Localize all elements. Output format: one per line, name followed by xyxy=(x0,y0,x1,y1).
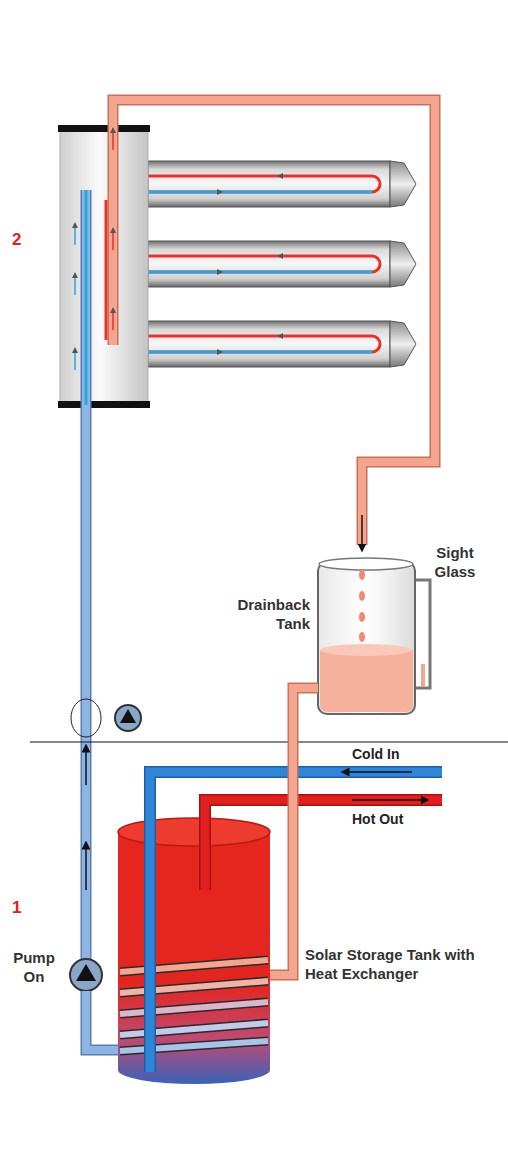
pump-symbol xyxy=(76,964,96,981)
pipe-outline xyxy=(86,991,118,1050)
domestic-water-pipes xyxy=(345,771,412,773)
evacuated-tubes xyxy=(148,241,390,287)
drainback-tank-vessel xyxy=(359,612,365,622)
domestic-water-pipes xyxy=(205,800,442,890)
supply-pipe xyxy=(74,275,76,295)
heat-exchanger-coil xyxy=(120,1023,268,1035)
return-pipe xyxy=(105,200,108,340)
supply-pipe xyxy=(74,350,76,370)
heat-exchanger-coil xyxy=(120,1023,268,1035)
evacuated-tubes xyxy=(148,321,390,367)
heat-exchanger-coil xyxy=(120,960,268,972)
supply-pipe xyxy=(85,748,87,785)
supply-pipe xyxy=(85,190,88,405)
supply-pipe xyxy=(74,225,76,245)
heat-exchanger-coil xyxy=(120,1002,268,1014)
drainback-tank-vessel xyxy=(318,558,430,714)
heat-exchanger-coil xyxy=(120,981,268,993)
collector-manifold xyxy=(58,125,150,408)
alternate-pump-symbol xyxy=(115,705,141,731)
collector-manifold xyxy=(58,401,150,408)
pipe-connector xyxy=(86,991,118,1050)
supply-pipe xyxy=(85,845,87,890)
return-pipe xyxy=(112,230,114,250)
tube-flow-lines xyxy=(200,271,220,273)
drainback-tank: Sight GlassDrainback Tank xyxy=(318,560,415,715)
heat-exchanger-coil xyxy=(120,1041,268,1051)
storage-tank-vessel xyxy=(118,818,270,846)
alternate-pump-symbol xyxy=(120,709,136,723)
supply-pipe xyxy=(81,190,92,960)
pipe-connector xyxy=(270,688,318,975)
pump: Pump On xyxy=(70,959,102,991)
heat-exchanger-coil xyxy=(120,960,268,972)
tube-flow-lines xyxy=(280,255,300,257)
heat-exchanger-coil xyxy=(120,981,268,993)
part-label: Drainback Tank xyxy=(216,596,310,634)
drainback-tank-vessel xyxy=(359,632,365,642)
pipe-label: Cold In xyxy=(352,746,399,762)
supply-pipe xyxy=(71,190,101,960)
drainback-tank-vessel xyxy=(359,591,365,601)
part-label: Solar Storage Tank with Heat Exchanger xyxy=(305,946,485,984)
return-pipe xyxy=(112,130,114,150)
return-pipe xyxy=(106,100,435,548)
drainback-tank-vessel xyxy=(318,562,415,714)
return-pipe xyxy=(113,100,435,545)
drainback-tank-vessel xyxy=(421,664,425,687)
evacuated-tubes xyxy=(148,161,390,207)
tube-flow-lines xyxy=(280,175,300,177)
domestic-water-pipes xyxy=(205,800,442,890)
heat-exchanger-coil xyxy=(120,1041,268,1051)
pipe-connector-group xyxy=(86,991,118,1050)
callout-number: 2 xyxy=(12,230,21,250)
drainback-tank-vessel xyxy=(320,650,413,712)
drainback-tank-vessel xyxy=(320,644,412,656)
heat-exchanger-coil xyxy=(120,1002,268,1014)
evacuated-tubes xyxy=(390,161,416,207)
supply-pipe xyxy=(71,699,101,737)
pump-symbol xyxy=(70,959,102,991)
alternate-pump-symbol xyxy=(115,705,141,731)
storage-tank: Solar Storage Tank with Heat Exchanger xyxy=(118,820,270,1082)
supply-pipe xyxy=(82,190,90,960)
ground-line xyxy=(30,742,508,743)
return-pipe xyxy=(112,310,114,330)
heat-exchanger-coil xyxy=(120,960,268,1051)
drainback-tank-vessel xyxy=(415,580,430,688)
return-pipe xyxy=(113,100,435,545)
domestic-water-pipes xyxy=(352,799,425,801)
tube-flow-lines xyxy=(280,335,300,337)
storage-tank-vessel xyxy=(118,832,270,1084)
pump-symbol xyxy=(70,959,102,991)
callout-number: 1 xyxy=(12,898,21,918)
pipe-outline xyxy=(270,688,318,975)
drainback-tank-vessel xyxy=(359,570,365,580)
tube-flow-lines xyxy=(200,351,220,353)
return-pipe xyxy=(361,515,363,548)
part-label: Sight Glass xyxy=(422,544,488,582)
collector-manifold xyxy=(58,125,150,132)
evacuated-tubes xyxy=(390,321,416,367)
tube-flow-lines xyxy=(200,191,220,193)
pipe-connector-group xyxy=(270,688,318,975)
storage-tank-vessel xyxy=(118,818,270,1084)
pipe-label: Hot Out xyxy=(352,811,403,827)
collector-manifold xyxy=(60,130,148,403)
drainback-tank-vessel xyxy=(319,558,413,570)
part-label: Pump On xyxy=(6,949,62,987)
evacuated-tubes xyxy=(390,241,416,287)
